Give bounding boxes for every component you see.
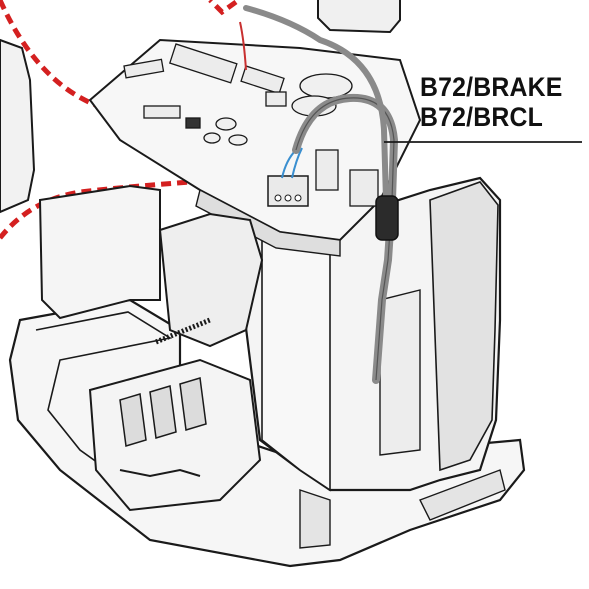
- base-front-recess: [299, 469, 506, 549]
- left-support-pillar: [38, 184, 161, 320]
- board-connectors: [123, 43, 379, 207]
- main-cable: [243, 5, 389, 203]
- callout-label-brcl: B72/BRCL: [420, 102, 543, 132]
- housing-shadow-panel: [429, 181, 499, 472]
- base-plate-inner-rim: [35, 311, 173, 501]
- top-cover-fragment: [317, 0, 401, 34]
- brake-cable-outline: [295, 97, 395, 381]
- drive-pinion: [119, 377, 207, 478]
- pinion-cover: [158, 212, 264, 348]
- terminal-block: [267, 175, 309, 207]
- spring-element: [155, 317, 211, 345]
- ferrite-core: [375, 195, 399, 241]
- callout-label-brake: B72/BRAKE: [420, 72, 563, 102]
- housing-window: [379, 289, 421, 456]
- board-base: [195, 188, 341, 257]
- wire-red: [239, 21, 247, 71]
- boundary-dashed-line: [208, 0, 238, 16]
- wire-blue-2: [291, 147, 303, 179]
- left-cover-fragment: [0, 38, 36, 214]
